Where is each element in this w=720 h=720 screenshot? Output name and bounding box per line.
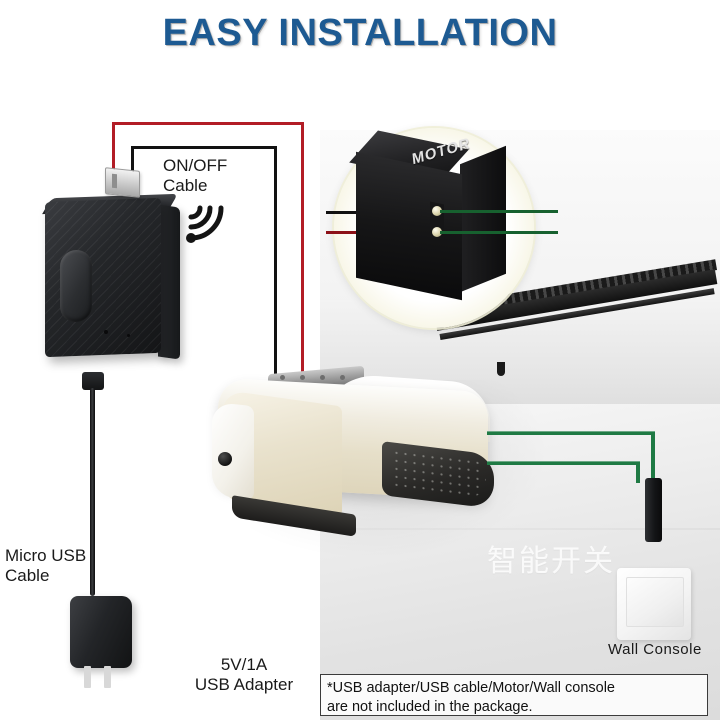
green-wire-bottom-horizontal xyxy=(487,461,640,465)
bracket-hole xyxy=(340,375,345,380)
opener-end-cap xyxy=(212,401,254,501)
motor-right-face xyxy=(460,145,506,293)
wall-console-label: Wall Console xyxy=(608,641,702,658)
motor-green-lead-top xyxy=(440,210,558,213)
adapter-prong-left xyxy=(84,666,91,688)
page-title: EASY INSTALLATION xyxy=(162,12,558,54)
module-side-face xyxy=(158,204,180,360)
green-wire-top-vertical xyxy=(651,431,655,481)
disclaimer-note: *USB adapter/USB cable/Motor/Wall consol… xyxy=(320,674,708,716)
black-wire-vertical-left xyxy=(131,146,134,188)
module-oval-recess xyxy=(60,249,92,323)
connector-slot xyxy=(112,173,117,189)
red-wire-horizontal xyxy=(112,122,304,125)
usb-power-adapter xyxy=(70,596,132,668)
bracket-hole xyxy=(280,375,285,380)
motor-terminal-screw-top xyxy=(432,206,442,216)
green-wire-top-horizontal xyxy=(487,431,655,435)
red-wire-vertical-right xyxy=(301,122,304,378)
black-wire-vertical-right xyxy=(274,146,277,378)
black-wire-horizontal xyxy=(131,146,277,149)
micro-usb-plug xyxy=(82,372,104,390)
wall-console-connector xyxy=(645,478,662,542)
bracket-hole xyxy=(300,375,305,380)
usb-adapter-label: 5V/1A USB Adapter xyxy=(194,655,294,695)
adapter-prong-right xyxy=(104,666,111,688)
onoff-cable-connector xyxy=(105,167,140,198)
wifi-icon xyxy=(183,198,233,246)
opener-light-lens xyxy=(218,452,232,466)
green-wire-bottom-vertical xyxy=(636,461,640,483)
motor-green-lead-bottom xyxy=(440,231,558,234)
bracket-hole xyxy=(320,375,325,380)
motor-terminal-screw-bottom xyxy=(432,227,442,237)
onoff-cable-label: ON/OFF Cable xyxy=(163,156,228,196)
wall-console-button[interactable] xyxy=(626,577,684,627)
rail-trolley xyxy=(497,362,505,376)
background-wall-seam xyxy=(150,528,720,530)
micro-usb-cable xyxy=(90,388,95,596)
module-reset-pinhole xyxy=(127,334,130,337)
red-wire-vertical-left xyxy=(112,122,115,184)
vent-holes xyxy=(392,448,486,500)
micro-usb-cable-label: Micro USB Cable xyxy=(5,546,87,586)
module-led-indicator xyxy=(104,330,108,334)
motor-front-face xyxy=(356,151,462,301)
